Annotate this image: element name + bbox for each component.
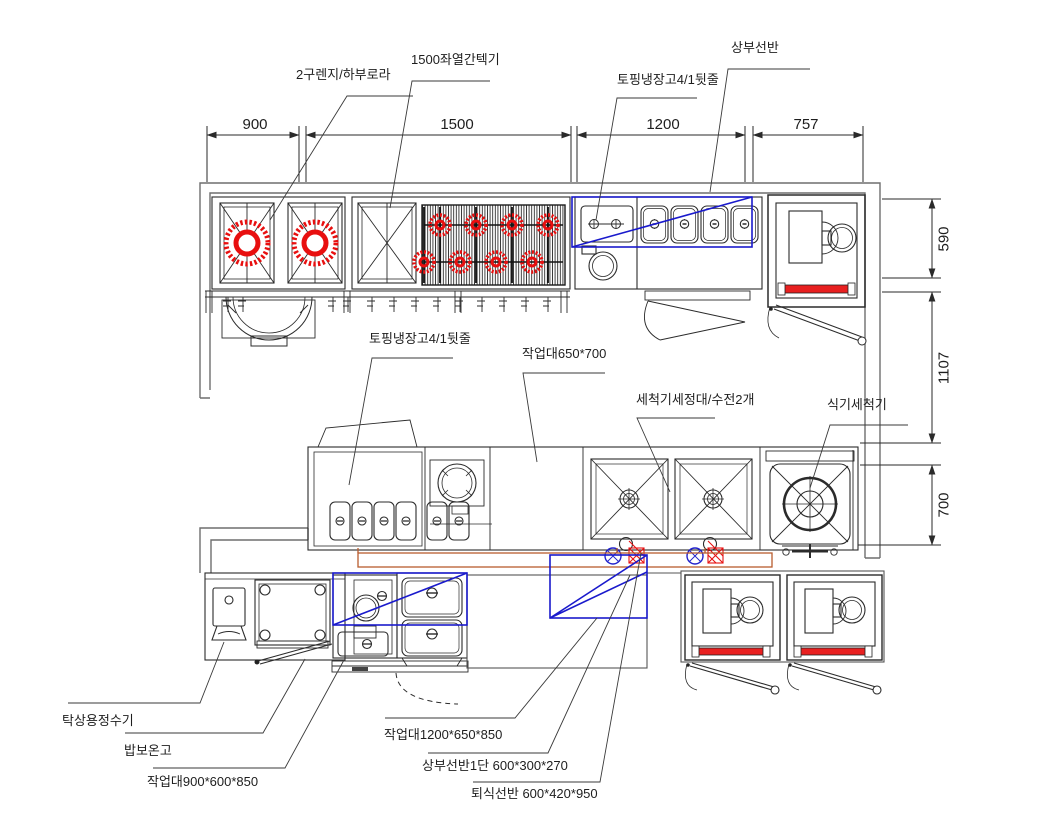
refrigerator-bottom-2 xyxy=(786,574,883,695)
range-griddle-1500 xyxy=(351,196,571,290)
island xyxy=(307,419,859,558)
rice-warmer xyxy=(254,579,333,665)
sink-unit-bottom xyxy=(332,574,398,659)
door-swing-dashed xyxy=(395,672,459,705)
range-stand xyxy=(205,290,570,313)
range-2burner xyxy=(211,196,346,290)
faucet-icon xyxy=(588,219,624,229)
label-worktable-1200: 작업대1200*650*850 xyxy=(384,727,503,742)
water-purifier xyxy=(211,587,247,641)
drain-icons xyxy=(628,540,724,564)
dimension-right xyxy=(858,198,941,546)
dim-top-1500: 1500 xyxy=(440,116,474,133)
upper-shelf-overlay xyxy=(571,196,753,248)
door-swing xyxy=(767,304,867,346)
double-sink xyxy=(590,458,753,552)
label-upper-shelf-1tier: 상부선반1단 600*300*270 xyxy=(422,758,568,773)
shelf-overlay-bottom-left xyxy=(332,572,468,626)
label-upper-shelf: 상부선반 xyxy=(731,40,779,55)
dim-right-700: 700 xyxy=(935,492,953,518)
dim-top-1200: 1200 xyxy=(646,116,680,133)
dim-top-900: 900 xyxy=(242,116,268,133)
refrigerator-bottom-1 xyxy=(684,574,781,695)
base-strip xyxy=(331,660,469,673)
door-swing xyxy=(254,640,333,665)
worktable-1200 xyxy=(466,574,648,669)
topping-fridge-top xyxy=(574,196,763,341)
worktable-900 xyxy=(204,572,346,661)
fridge-alcove xyxy=(680,570,885,663)
door-swing xyxy=(684,662,780,695)
label-worktable-900: 작업대900*600*850 xyxy=(147,774,259,789)
refrigerator-top xyxy=(767,194,867,346)
gn-pans-mid xyxy=(329,501,492,541)
dim-right-1107: 1107 xyxy=(935,351,953,385)
dishwasher-unit xyxy=(765,450,855,558)
round-sink-unit xyxy=(429,459,485,507)
door-swing xyxy=(786,662,882,695)
label-washer-stand: 세척기세정대/수전2개 xyxy=(636,392,755,407)
label-griddle-1500: 1500좌열간텍기 xyxy=(411,52,500,67)
label-rice-warmer: 밥보온고 xyxy=(124,743,172,758)
label-dishwasher: 식기세척기 xyxy=(827,397,887,412)
gas-pipe xyxy=(357,548,773,568)
label-return-shelf: 퇴식선반 600*420*950 xyxy=(471,786,598,801)
dim-right-590: 590 xyxy=(935,226,953,252)
fridge-handle xyxy=(798,647,868,656)
dimension-top xyxy=(206,126,864,182)
leader-lines xyxy=(68,68,908,783)
label-topping-fridge-mid: 토핑냉장고4/1뒷줄 xyxy=(369,331,471,346)
label-worktable-650: 작업대650*700 xyxy=(522,346,607,361)
grate xyxy=(219,202,275,284)
label-water-purifier: 탁상용정수기 xyxy=(62,713,134,728)
grate xyxy=(357,202,417,284)
fridge-handle xyxy=(696,647,766,656)
fridge-handle xyxy=(782,284,850,294)
label-range-2burner: 2구렌지/하부로라 xyxy=(296,67,391,82)
dim-top-757: 757 xyxy=(793,116,819,133)
round-pot xyxy=(221,296,316,347)
shelf-overlay-bottom-mid xyxy=(549,554,648,619)
label-topping-fridge-top: 토핑냉장고4/1뒷줄 xyxy=(617,72,719,87)
